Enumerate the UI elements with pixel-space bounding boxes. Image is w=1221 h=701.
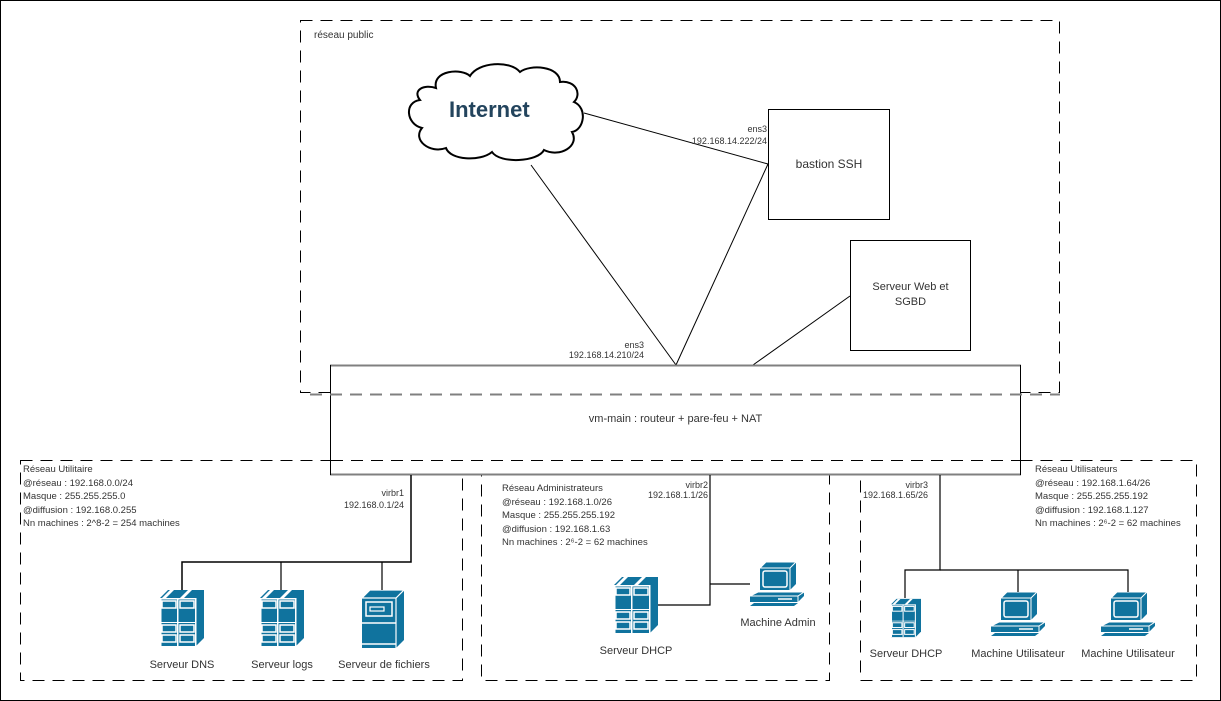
router-label: vm-main : routeur + pare-feu + NAT <box>588 413 763 425</box>
tower-server-icon <box>362 590 404 648</box>
web-server-box <box>850 240 971 351</box>
public-network-label: réseau public <box>314 30 374 41</box>
utility-bridge: virbr1 <box>381 488 404 498</box>
rack-server-icon <box>260 590 304 646</box>
router-box <box>330 365 1021 475</box>
device-label: Machine Utilisateur <box>971 648 1065 660</box>
device-label: Machine Admin <box>740 617 816 629</box>
network-name: Réseau Utilitaire <box>23 464 93 475</box>
utility-network-info: Réseau Utilitaire @réseau : 192.168.0.0/… <box>23 463 180 531</box>
device-label: Machine Utilisateur <box>1081 648 1175 660</box>
network-address: @réseau : 192.168.0.0/24 <box>23 477 134 489</box>
device-label: Serveur de fichiers <box>338 659 430 671</box>
bastion-iface: ens3 <box>747 124 767 134</box>
network-broadcast: @diffusion : 192.168.1.127 <box>1035 504 1149 516</box>
network-hosts: Nn machines : 2⁶-2 = 62 machines <box>502 537 648 548</box>
network-address: @réseau : 192.168.1.64/26 <box>1035 477 1151 489</box>
bastion-ssh-box <box>768 109 890 220</box>
internet-cloud-icon <box>408 63 584 162</box>
user-bus <box>904 475 941 598</box>
rack-server-icon <box>614 576 658 634</box>
rack-server-icon <box>891 598 921 638</box>
network-hosts: Nn machines : 2^8-2 = 254 machines <box>23 518 180 529</box>
bastion-label: bastion SSH <box>795 157 863 171</box>
admin-bridge-ip: 192.168.1.1/26 <box>647 490 708 500</box>
user-network-zone <box>860 460 1197 681</box>
link-web-router <box>752 295 851 366</box>
link-bastion-router <box>675 163 769 366</box>
web-server-label-line2: SGBD <box>894 296 927 308</box>
admin-network-info: Réseau Administrateurs @réseau : 192.168… <box>502 482 648 550</box>
admin-bridge: virbr2 <box>685 480 708 490</box>
network-name: Réseau Administrateurs <box>502 483 603 494</box>
admin-bus <box>657 475 711 606</box>
device-label: Serveur logs <box>251 659 313 671</box>
device-label: Serveur DHCP <box>599 645 673 657</box>
workstation-icon <box>1101 592 1156 636</box>
network-mask: Masque : 255.255.255.192 <box>1035 491 1149 502</box>
network-name: Réseau Utilisateurs <box>1035 464 1118 475</box>
workstation-icon <box>991 592 1046 636</box>
utility-network-zone <box>20 460 463 681</box>
admin-network-zone <box>481 460 830 681</box>
internet-label: Internet <box>449 97 530 122</box>
workstation-icon <box>750 562 805 606</box>
rack-server-icon <box>160 590 204 646</box>
user-bridge: virbr3 <box>905 480 928 490</box>
device-label: Serveur DHCP <box>869 648 943 660</box>
web-server-label-line1: Serveur Web et <box>872 281 949 293</box>
utility-bus <box>181 475 412 590</box>
network-broadcast: @diffusion : 192.168.0.255 <box>23 504 137 516</box>
router-wan-iface: ens3 <box>624 340 644 350</box>
utility-bridge-ip: 192.168.0.1/24 <box>343 500 404 510</box>
network-mask: Masque : 255.255.255.0 <box>23 491 126 502</box>
user-bus-right <box>940 569 1129 592</box>
link-internet-bastion <box>583 112 769 165</box>
bastion-ip: 192.168.14.222/24 <box>691 136 767 146</box>
network-hosts: Nn machines : 2⁶-2 = 62 machines <box>1035 518 1181 529</box>
device-label: Serveur DNS <box>149 659 215 671</box>
link-internet-router <box>530 164 677 366</box>
user-bridge-ip: 192.168.1.65/26 <box>862 490 928 500</box>
router-wan-ip: 192.168.14.210/24 <box>568 350 644 360</box>
network-mask: Masque : 255.255.255.192 <box>502 510 616 521</box>
network-address: @réseau : 192.168.1.0/26 <box>502 496 613 508</box>
network-broadcast: @diffusion : 192.168.1.63 <box>502 523 611 535</box>
user-network-info: Réseau Utilisateurs @réseau : 192.168.1.… <box>1035 463 1181 531</box>
